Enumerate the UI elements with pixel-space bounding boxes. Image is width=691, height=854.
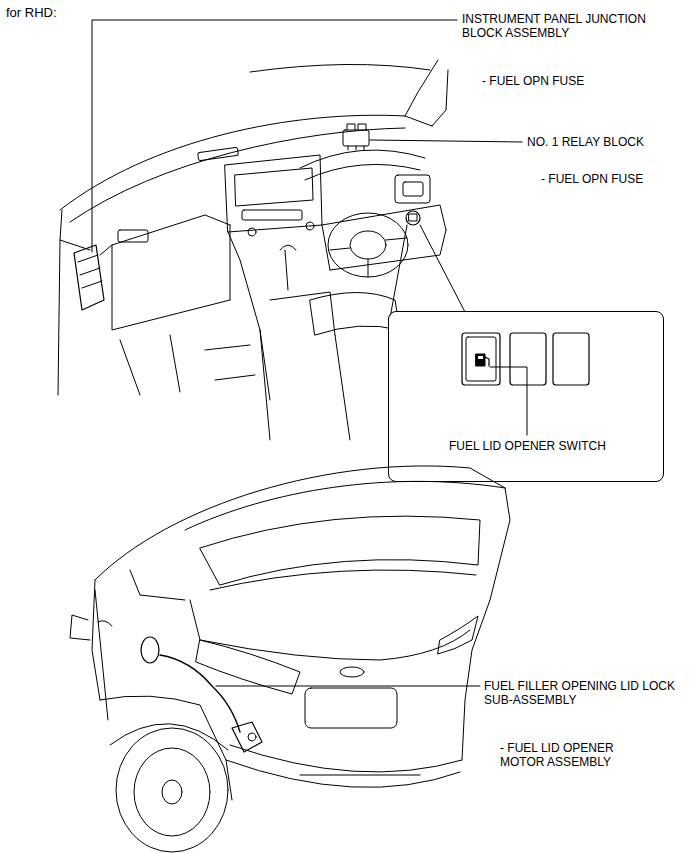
- part-label: FUEL FILLER OPENING LID LOCK SUB-ASSEMBL…: [484, 679, 684, 707]
- callout-line: [420, 225, 465, 312]
- part-label: - FUEL OPN FUSE: [482, 74, 672, 88]
- part-label: NO. 1 RELAY BLOCK: [527, 135, 687, 149]
- inset-box: FUEL LID OPENER SWITCH: [388, 311, 664, 482]
- heading: for RHD:: [6, 5, 57, 20]
- part-label: INSTRUMENT PANEL JUNCTION BLOCK ASSEMBLY: [462, 12, 684, 40]
- relay-block-symbol: [343, 124, 369, 150]
- vehicle-drawing: [70, 466, 510, 852]
- switch-panel-drawing: [462, 333, 589, 385]
- part-label: - FUEL OPN FUSE: [541, 172, 681, 186]
- part-label: - FUEL LID OPENER MOTOR ASSEMBLY: [500, 741, 650, 769]
- part-label: FUEL LID OPENER SWITCH: [449, 439, 606, 453]
- callout-line: [390, 225, 407, 318]
- leader-line: [92, 20, 527, 686]
